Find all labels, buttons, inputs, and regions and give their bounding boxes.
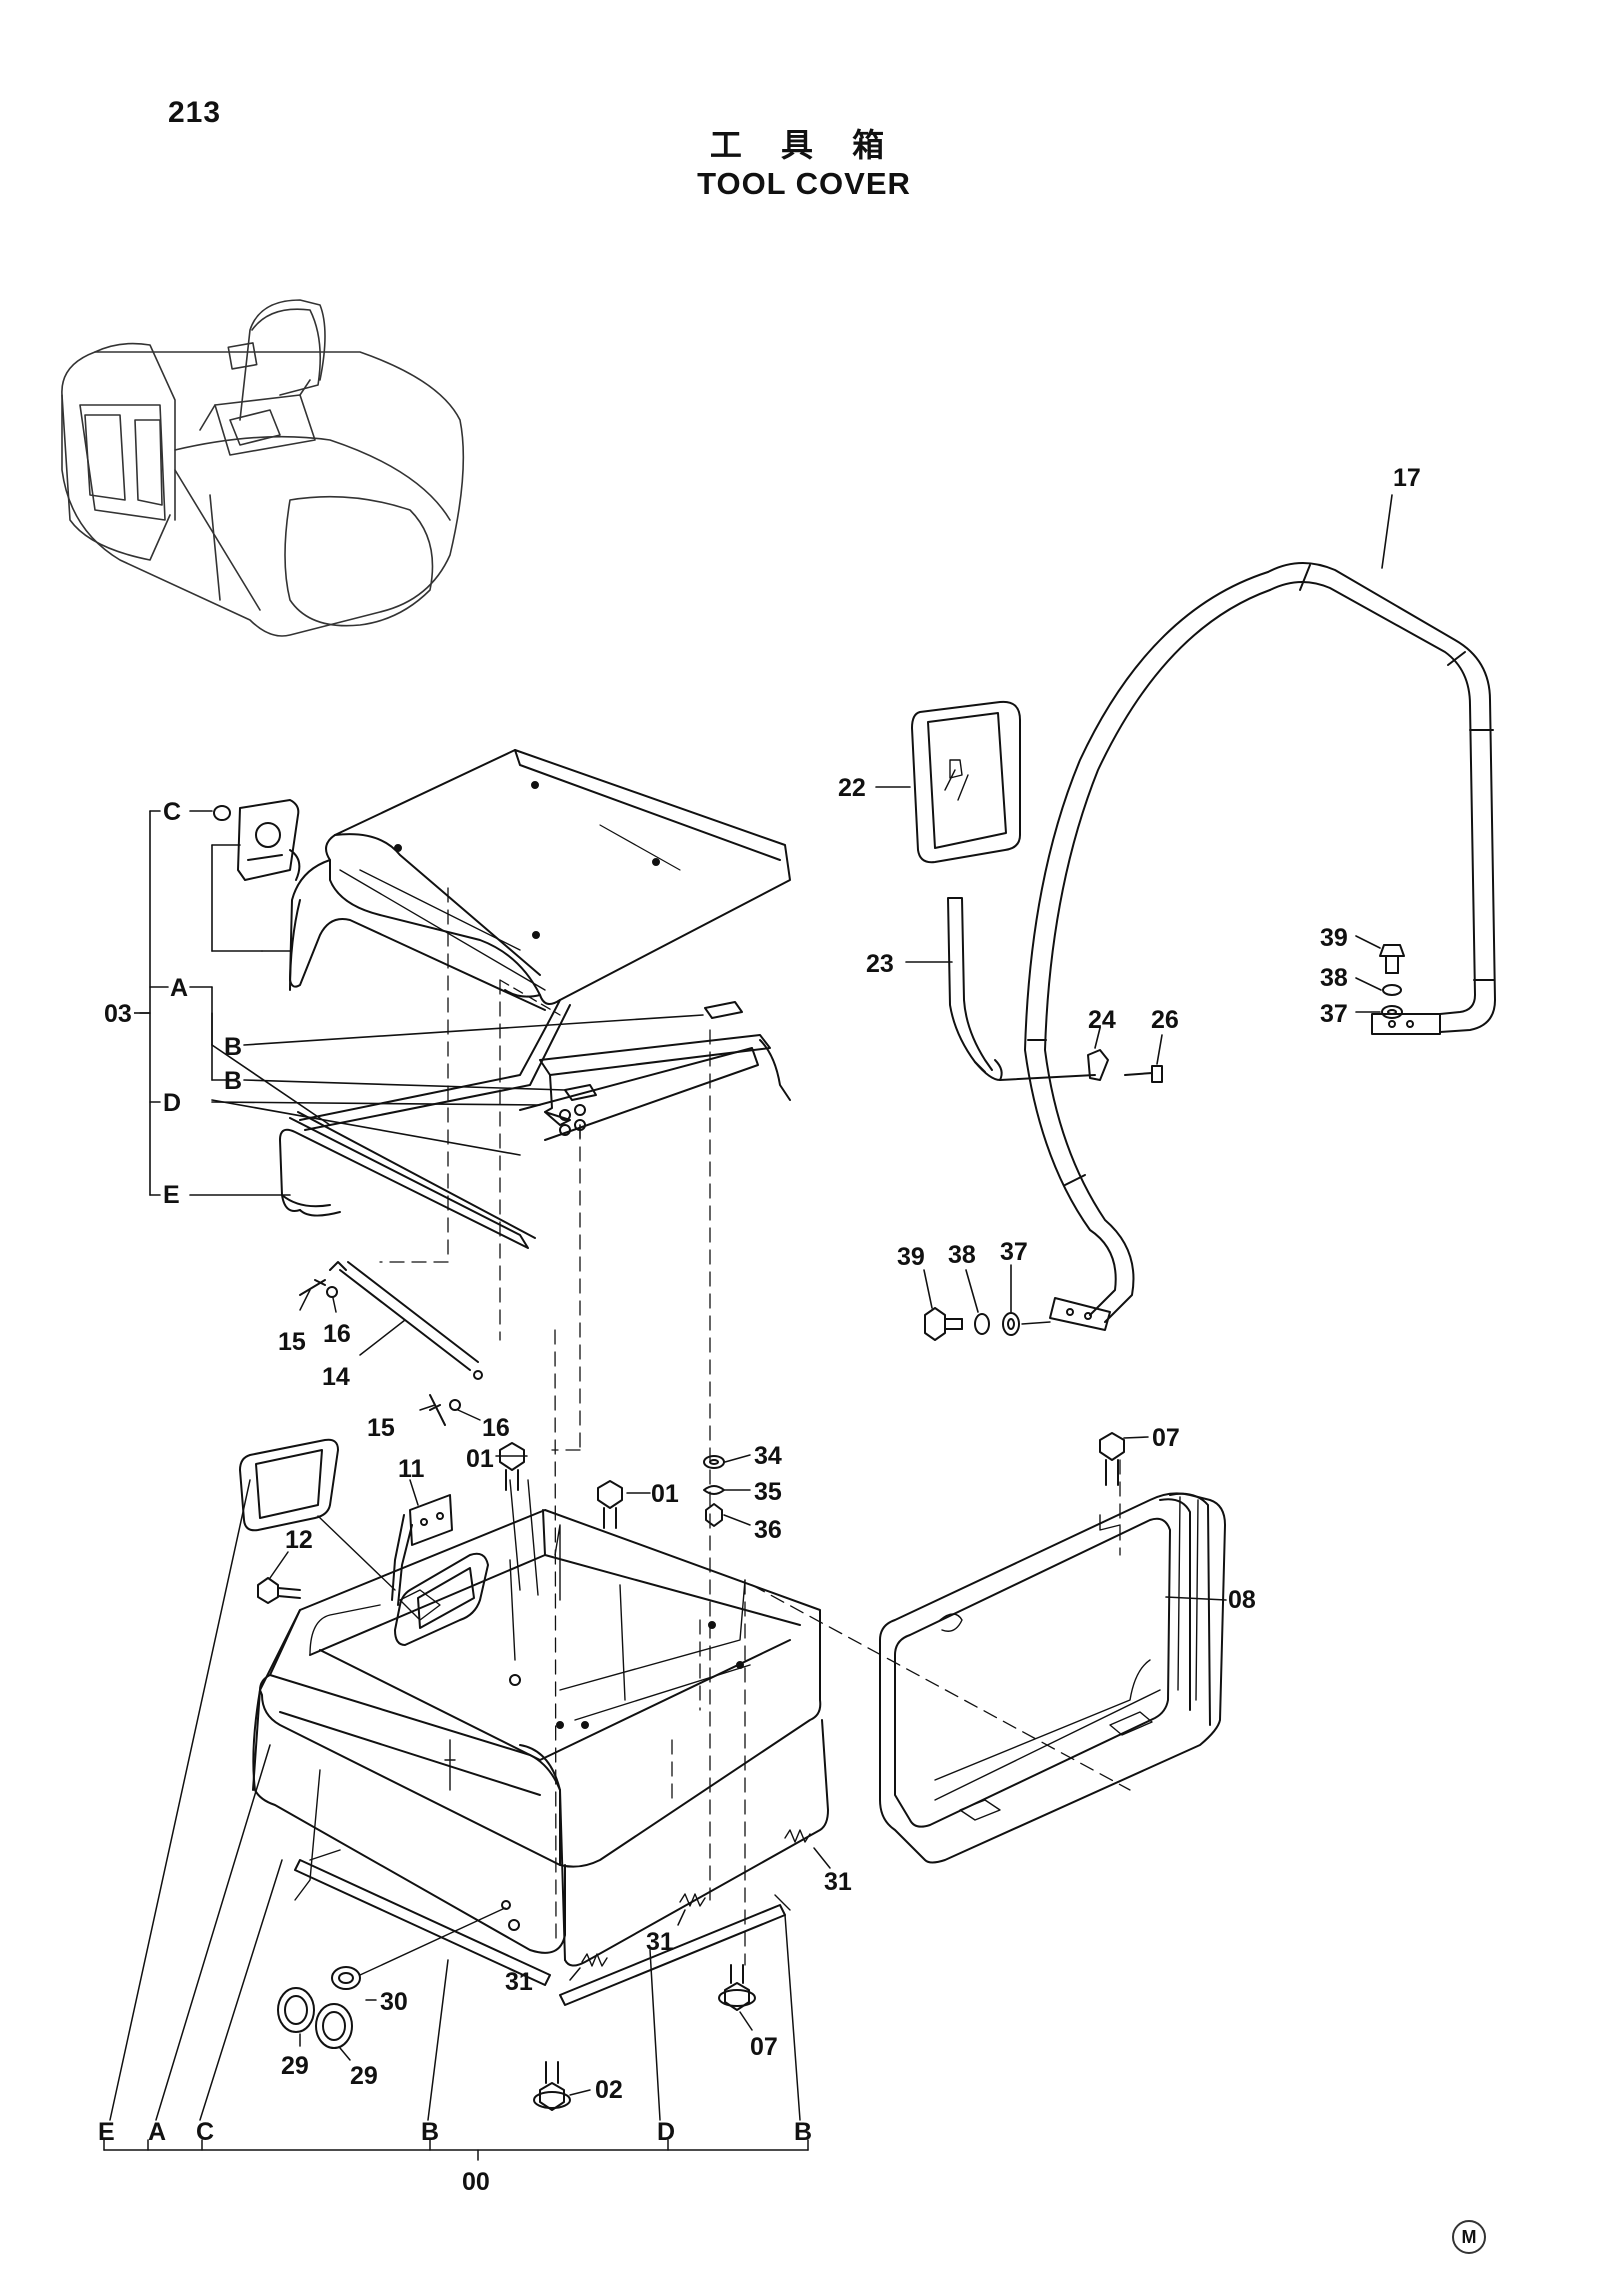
mirror-assembly [912, 702, 1162, 1082]
callout-00: 00 [462, 2168, 490, 2196]
plugs-29-30 [278, 1967, 360, 2048]
lock-part-C [214, 800, 299, 880]
bolt-washer-set-lower [925, 1308, 1050, 1340]
window-seal-ring [240, 1440, 338, 1531]
callout-37-lower: 37 [1000, 1238, 1028, 1266]
page-number: 213 [168, 96, 222, 129]
callout-17: 17 [1393, 464, 1421, 492]
callout-16-upper: 16 [323, 1320, 351, 1348]
footer-circled-mark: M [1452, 2220, 1486, 2254]
side-cover-part-08 [880, 1493, 1225, 1862]
fasteners [258, 1433, 1124, 2110]
upper-cover-lid [290, 750, 790, 1010]
label-D-bottom: D [657, 2118, 675, 2146]
callout-15-lower: 15 [367, 1414, 395, 1442]
springs-31 [582, 1830, 810, 1966]
bolt-washer-set-right [1380, 945, 1404, 1018]
label-C-bottom: C [196, 2118, 214, 2146]
callout-16-lower: 16 [482, 1414, 510, 1442]
callout-03: 03 [104, 1000, 132, 1028]
callout-39-lower: 39 [897, 1243, 925, 1271]
label-C-top: C [163, 798, 181, 826]
callout-23: 23 [866, 950, 894, 978]
label-B-bottom-2: B [794, 2118, 812, 2146]
callout-11: 11 [398, 1455, 425, 1483]
callout-29-right: 29 [350, 2062, 378, 2090]
callout-01-left: 01 [466, 1445, 494, 1473]
leader-17 [1382, 495, 1392, 568]
support-rods [295, 1850, 790, 2005]
callout-34: 34 [754, 1442, 782, 1470]
label-E-bottom: E [98, 2118, 115, 2146]
callout-26: 26 [1151, 1006, 1179, 1034]
tool-box-body [253, 1480, 828, 1966]
label-E-top: E [163, 1181, 180, 1209]
label-A-top: A [170, 974, 188, 1002]
lid-stay-D [520, 1035, 790, 1140]
hinge-part-11 [392, 1495, 452, 1605]
callout-02: 02 [595, 2076, 623, 2104]
callout-14: 14 [322, 1363, 350, 1391]
callout-15-upper: 15 [278, 1328, 306, 1356]
leader-lines [104, 1290, 830, 2160]
callout-07-upper: 07 [1152, 1424, 1180, 1452]
callout-37-right: 37 [1320, 1000, 1348, 1028]
callout-38-right: 38 [1320, 964, 1348, 992]
callout-38-lower: 38 [948, 1241, 976, 1269]
callout-31-middle: 31 [646, 1928, 674, 1956]
callout-31-left: 31 [505, 1968, 533, 1996]
weatherstrip-E [280, 1000, 570, 1248]
label-B-2: B [224, 1067, 242, 1095]
callout-labels: 17 22 23 24 26 39 38 37 39 38 37 03 C A … [98, 464, 1421, 2196]
label-A-bottom: A [148, 2118, 166, 2146]
callout-01-right: 01 [651, 1480, 679, 1508]
machine-location-thumbnail [62, 300, 463, 636]
handrail-part-17 [1025, 563, 1495, 1330]
alignment-lines [380, 888, 1130, 1965]
callout-22: 22 [838, 774, 866, 802]
callout-12: 12 [285, 1526, 313, 1554]
callout-29-left: 29 [281, 2052, 309, 2080]
seal-parts-B [565, 1002, 742, 1100]
label-D-top: D [163, 1089, 181, 1117]
callout-36: 36 [754, 1516, 782, 1544]
callout-35: 35 [754, 1478, 782, 1506]
title-english: TOOL COVER [697, 166, 911, 201]
callout-07-lower: 07 [750, 2033, 778, 2061]
callout-24: 24 [1088, 1006, 1116, 1034]
callout-39-right: 39 [1320, 924, 1348, 952]
callout-30: 30 [380, 1988, 408, 2016]
assembly-bracket-03 [140, 811, 703, 1195]
title-chinese: 工 具 箱 [709, 126, 899, 164]
label-B-1: B [224, 1033, 242, 1061]
callout-31-right: 31 [824, 1868, 852, 1896]
label-B-bottom-1: B [421, 2118, 439, 2146]
callout-08: 08 [1228, 1586, 1256, 1614]
